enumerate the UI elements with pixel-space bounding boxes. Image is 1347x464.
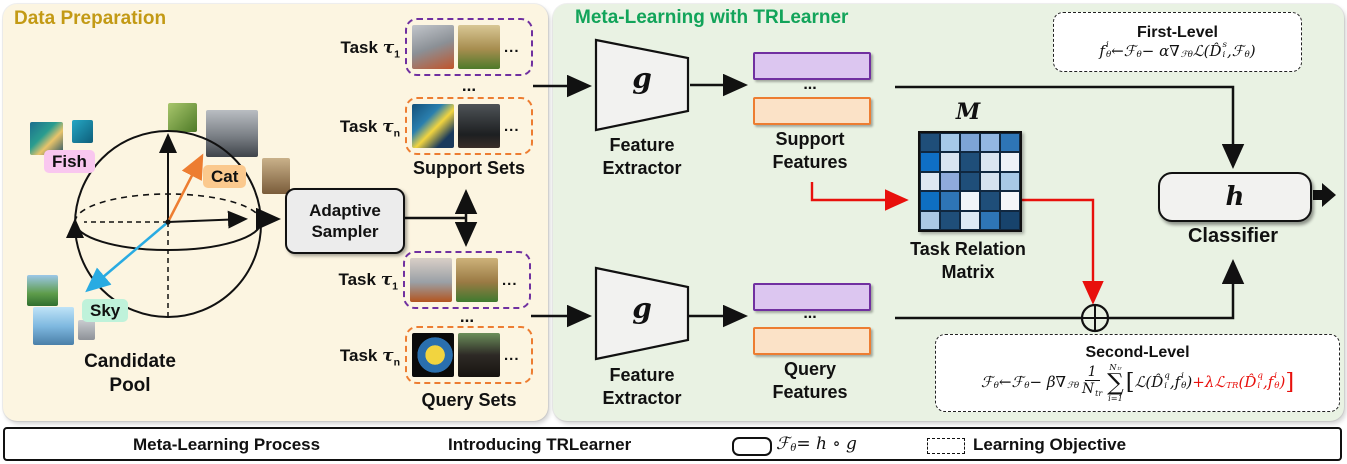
matrix-cell (920, 133, 940, 153)
matrix-cell (940, 152, 960, 172)
ellipsis: ... (504, 346, 520, 364)
second-level-title: Second-Level (1085, 343, 1190, 361)
city-photo (78, 320, 95, 340)
support-sets-ellipsis: ... (461, 76, 477, 95)
candidate-pool-caption: Candidate Pool (84, 351, 176, 396)
legend-bar (3, 427, 1342, 461)
feature-extractor-g-symbol: g (632, 292, 652, 325)
matrix-cell (980, 152, 1000, 172)
matrix-cell (940, 191, 960, 211)
first-level-title: First-Level (1137, 23, 1218, 41)
landscape-photo (27, 275, 58, 306)
support-feature-bar-purple (753, 52, 871, 80)
query-task1-label: Task τ1 (338, 270, 398, 293)
support-features-ellipsis: ... (803, 76, 817, 93)
ellipsis: ... (502, 271, 518, 289)
fish-sample-photo (412, 104, 454, 148)
ellipsis: ... (504, 117, 520, 135)
dog-sample-photo (458, 333, 500, 377)
matrix-cell (1000, 210, 1020, 230)
query-features-label: Query Features (772, 359, 848, 402)
bird-photo (168, 103, 197, 132)
support-taskn-label: Task τn (339, 117, 400, 140)
legend-introducing-trlearner-label: Introducing TRLearner (448, 435, 632, 454)
matrix-cell (980, 133, 1000, 153)
query-taskn-label: Task τn (339, 346, 400, 369)
legend-meta-learning-label: Meta-Learning Process (133, 435, 321, 454)
matrix-cell (980, 171, 1000, 192)
query-taskn-box: ... (405, 326, 533, 384)
legend-learning-objective-label: Learning Objective (973, 435, 1127, 454)
task-relation-matrix-caption: Task Relation Matrix (910, 239, 1026, 282)
fish-photo (30, 122, 63, 155)
feature-extractor-label: Feature Extractor (602, 135, 682, 178)
classifier-label: Classifier (1187, 225, 1279, 247)
cat-photo (206, 110, 258, 157)
solid-box-glyph (732, 437, 772, 456)
data-preparation-title: Data Preparation (14, 8, 167, 29)
ellipsis: ... (504, 38, 520, 56)
support-features-label: Support Features (772, 129, 848, 172)
query-task1-box: ... (403, 251, 531, 309)
query-feature-bar-orange (753, 327, 871, 355)
classifier-h-symbol: h (1225, 182, 1245, 212)
meta-learning-title: Meta-Learning with TRLearner (575, 7, 849, 28)
task-relation-matrix (918, 131, 1022, 232)
matrix-cell (940, 171, 960, 192)
matrix-cell (960, 171, 980, 192)
query-sets-caption: Query Sets (421, 390, 517, 410)
cat-sample-photo (412, 25, 454, 69)
matrix-cell (940, 133, 960, 153)
fish-class-chip: Fish (44, 150, 95, 173)
matrix-cell (920, 152, 940, 172)
matrix-cell (980, 210, 1000, 230)
matrix-cell (1000, 191, 1020, 211)
feature-extractor-label: Feature Extractor (602, 365, 682, 408)
support-sets-caption: Support Sets (412, 158, 525, 178)
support-task1-label: Task τ1 (340, 38, 400, 61)
support-taskn-box: ... (405, 97, 533, 155)
adaptive-sampler-box: Adaptive Sampler (285, 188, 405, 254)
sky-class-chip: Sky (82, 299, 129, 322)
matrix-cell (960, 191, 980, 211)
cat-sample-photo (410, 258, 452, 302)
fish-sample-photo (412, 333, 454, 377)
matrix-cell (960, 152, 980, 172)
query-features-ellipsis: ... (803, 305, 817, 322)
matrix-cell (960, 210, 980, 230)
matrix-cell (920, 171, 940, 192)
matrix-cell (1000, 133, 1020, 153)
matrix-cell (920, 191, 940, 211)
matrix-cell (940, 210, 960, 230)
query-feature-bar-purple (753, 283, 871, 311)
dog-sample-photo (456, 258, 498, 302)
dog-photo (262, 158, 290, 194)
fish-photo-small (72, 120, 93, 143)
matrix-m-symbol: M (955, 99, 981, 125)
matrix-cell (1000, 171, 1020, 192)
matrix-cell (980, 191, 1000, 211)
legend-formula: ℱ θ = h ∘ g (776, 433, 857, 454)
matrix-cell (960, 133, 980, 153)
feature-extractor-g-symbol: g (632, 62, 652, 95)
support-feature-bar-orange (753, 97, 871, 125)
support-task1-box: ... (405, 18, 533, 76)
dog-sample-photo (458, 25, 500, 69)
classifier-h-box: h (1158, 172, 1312, 222)
dog-sample-photo (458, 104, 500, 148)
query-sets-ellipsis: ... (459, 307, 475, 326)
cat-class-chip: Cat (203, 165, 247, 188)
sky-photo (33, 307, 74, 345)
matrix-cell (920, 210, 940, 230)
dashed-box-glyph (927, 438, 965, 454)
matrix-cell (1000, 152, 1020, 172)
